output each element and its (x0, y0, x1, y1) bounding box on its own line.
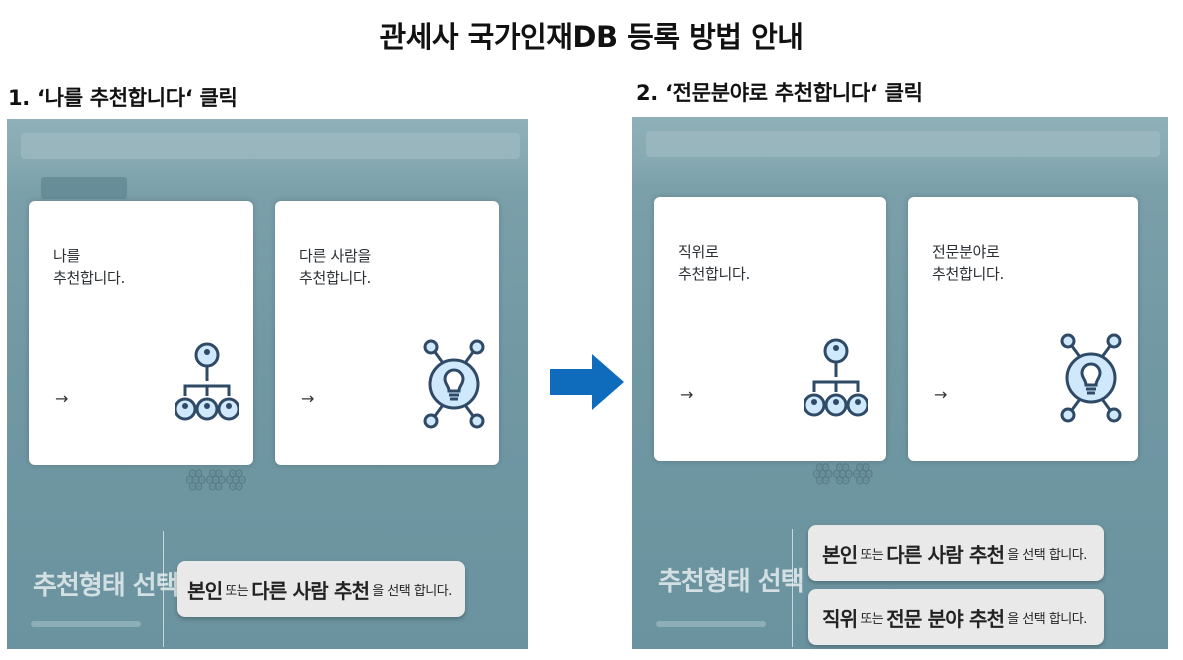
blurred-tab (41, 177, 127, 199)
card-text: 나를 추천합니다. (53, 247, 125, 287)
button-part-1: 본인 (187, 578, 223, 603)
section-title: 추천형태 선택 (658, 567, 805, 597)
button-part-2: 다른 사람 추천 (886, 542, 1005, 567)
background-decoration: ꙮꙮꙮ (812, 461, 873, 486)
right-arrow-icon (550, 352, 626, 416)
blurred-footer-row (31, 621, 141, 627)
step-2-screenshot: ꙮꙮꙮ 직위로 추천합니다. → 전문분야로 추천합니다. → (632, 117, 1168, 649)
button-suffix: 을 선택 합니다. (372, 583, 452, 599)
recommend-self-card[interactable]: 나를 추천합니다. → (29, 201, 253, 465)
button-part-2: 전문 분야 추천 (886, 606, 1005, 631)
lightbulb-network-icon (1060, 333, 1122, 423)
section-title: 추천형태 선택 (33, 571, 180, 601)
org-chart-people-icon (804, 338, 868, 417)
button-suffix: 을 선택 합니다. (1007, 611, 1087, 627)
button-part-2: 다른 사람 추천 (251, 578, 370, 603)
recommend-other-card[interactable]: 다른 사람을 추천합니다. → (275, 201, 499, 465)
card-text: 다른 사람을 추천합니다. (299, 247, 371, 287)
card-text: 전문분야로 추천합니다. (932, 243, 1004, 283)
page-title: 관세사 국가인재DB 등록 방법 안내 (379, 20, 804, 54)
button-part-1: 본인 (822, 542, 858, 567)
blurred-nav-bar (21, 133, 520, 159)
step-1-screenshot: ꙮꙮꙮ 나를 추천합니다. → 다른 사람을 추천합니다. → (7, 119, 528, 649)
button-part-1: 직위 (822, 606, 858, 631)
button-conj: 또는 (860, 547, 884, 563)
recommend-by-position-card[interactable]: 직위로 추천합니다. → (654, 197, 886, 461)
lightbulb-network-icon (423, 339, 485, 429)
step-2-label: 2. ‘전문분야로 추천합니다‘ 클릭 (636, 81, 923, 105)
arrow-right-icon: → (680, 385, 694, 404)
blurred-footer-row (656, 621, 766, 627)
self-or-other-select-button[interactable]: 본인 또는 다른 사람 추천 을 선택 합니다. (177, 561, 465, 617)
self-or-other-select-button[interactable]: 본인 또는 다른 사람 추천 을 선택 합니다. (808, 525, 1104, 581)
arrow-right-icon: → (55, 389, 69, 408)
step-1-label: 1. ‘나를 추천합니다‘ 클릭 (8, 86, 238, 110)
background-decoration: ꙮꙮꙮ (185, 467, 246, 492)
divider (163, 531, 164, 647)
divider (792, 529, 793, 647)
recommend-by-expertise-card[interactable]: 전문분야로 추천합니다. → (908, 197, 1138, 461)
arrow-right-icon: → (301, 389, 315, 408)
button-conj: 또는 (225, 583, 249, 599)
arrow-right-icon: → (934, 385, 948, 404)
org-chart-people-icon (175, 342, 239, 421)
position-or-expertise-select-button[interactable]: 직위 또는 전문 분야 추천 을 선택 합니다. (808, 589, 1104, 645)
button-conj: 또는 (860, 611, 884, 627)
card-text: 직위로 추천합니다. (678, 243, 750, 283)
blurred-nav-bar (646, 131, 1160, 157)
button-suffix: 을 선택 합니다. (1007, 547, 1087, 563)
